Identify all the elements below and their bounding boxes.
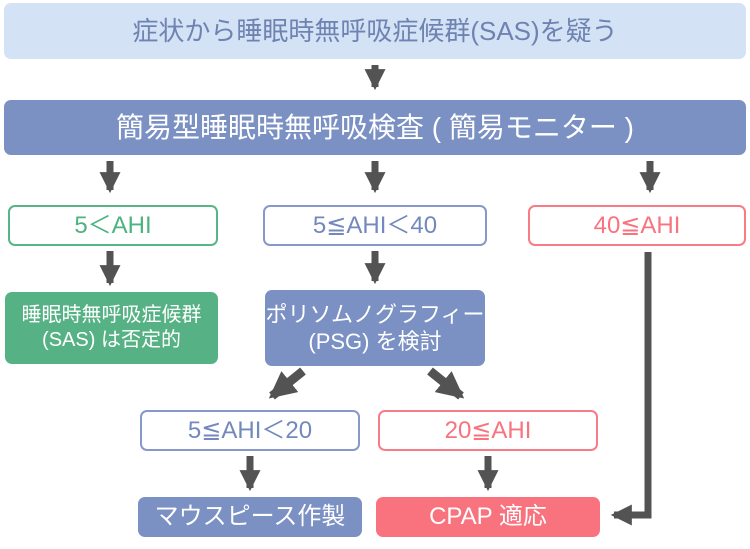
condition-ahi-over40-label: 40≦AHI bbox=[593, 211, 681, 239]
node-screening-test-label: 簡易型睡眠時無呼吸検査 ( 簡易モニター ) bbox=[116, 112, 634, 143]
arrow-ahi-over40-to-cpap bbox=[610, 252, 652, 526]
arrow-psg-to-ahi-5to20 bbox=[268, 367, 306, 400]
arrow-psg-to-ahi-over20 bbox=[427, 367, 465, 400]
node-condition-ahi-over20: 20≦AHI bbox=[378, 410, 598, 451]
node-mouthpiece: マウスピース作製 bbox=[138, 497, 362, 537]
condition-ahi-5to20-label: 5≦AHI＜20 bbox=[187, 416, 313, 444]
node-screening-test: 簡易型睡眠時無呼吸検査 ( 簡易モニター ) bbox=[4, 100, 746, 155]
node-psg-consider: ポリソムノグラフィー (PSG) を検討 bbox=[265, 290, 485, 366]
node-condition-ahi-over40: 40≦AHI bbox=[528, 205, 746, 246]
node-sas-negative-line1: 睡眠時無呼吸症候群 bbox=[21, 304, 202, 326]
node-sas-negative-line2: (SAS) は否定的 bbox=[42, 329, 181, 351]
node-condition-ahi-5to20: 5≦AHI＜20 bbox=[140, 410, 360, 451]
condition-ahi-5to40-label: 5≦AHI＜40 bbox=[312, 211, 438, 239]
node-sas-negative: 睡眠時無呼吸症候群 (SAS) は否定的 bbox=[5, 292, 218, 364]
node-condition-ahi-over5: 5＜AHI bbox=[8, 205, 218, 246]
node-psg-consider-line2: (PSG) を検討 bbox=[308, 329, 442, 354]
node-condition-ahi-5to40: 5≦AHI＜40 bbox=[263, 205, 487, 246]
node-suspect-sas: 症状から睡眠時無呼吸症候群(SAS)を疑う bbox=[4, 3, 746, 59]
node-mouthpiece-label: マウスピース作製 bbox=[154, 503, 346, 530]
node-psg-consider-line1: ポリソムノグラフィー bbox=[265, 301, 485, 327]
node-suspect-sas-label: 症状から睡眠時無呼吸症候群(SAS)を疑う bbox=[132, 15, 618, 46]
condition-ahi-over20-label: 20≦AHI bbox=[444, 416, 532, 444]
node-cpap-label: CPAP 適応 bbox=[429, 503, 547, 530]
node-cpap: CPAP 適応 bbox=[376, 497, 600, 537]
condition-ahi-over5-label: 5＜AHI bbox=[74, 211, 152, 239]
